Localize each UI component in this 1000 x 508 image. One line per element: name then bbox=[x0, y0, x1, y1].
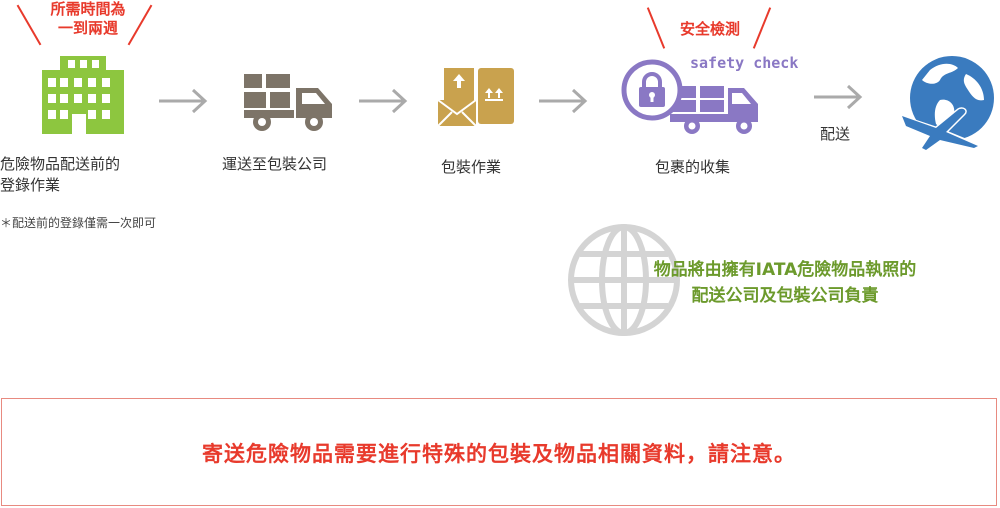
step-label-delivery: 配送 bbox=[820, 125, 851, 143]
iata-note: 物品將由擁有IATA危險物品執照的 配送公司及包裝公司負責 bbox=[600, 257, 970, 309]
duration-note-line1: 所需時間為 bbox=[50, 0, 126, 18]
step-label-registration: 危險物品配送前的 登錄作業 bbox=[0, 154, 120, 196]
step-label-collection: 包裹的收集 bbox=[655, 158, 731, 176]
globe-watermark-icon bbox=[566, 222, 682, 338]
arrow-right-icon bbox=[357, 88, 409, 114]
iata-note-line1: 物品將由擁有IATA危險物品執照的 bbox=[653, 260, 917, 280]
step-label-registration-line2: 登錄作業 bbox=[0, 176, 61, 194]
building-icon bbox=[38, 54, 128, 136]
duration-note-line2: 一到兩週 bbox=[57, 19, 118, 37]
notice-text: 寄送危險物品需要進行特殊的包裝及物品相關資料，請注意。 bbox=[202, 442, 796, 466]
secure-truck-icon bbox=[620, 58, 770, 136]
globe-airplane-icon bbox=[896, 54, 1000, 154]
step-label-packing: 包裝作業 bbox=[441, 158, 502, 176]
safety-note: 安全檢測 bbox=[679, 20, 740, 38]
iata-note-line2: 配送公司及包裝公司負責 bbox=[691, 286, 879, 306]
step-label-registration-line1: 危險物品配送前的 bbox=[0, 155, 121, 173]
arrow-right-icon bbox=[157, 88, 209, 114]
safety-check-label: safety check bbox=[690, 54, 799, 72]
arrow-right-icon bbox=[812, 84, 864, 110]
arrow-right-icon bbox=[537, 88, 589, 114]
registration-footnote: ＊配送前的登錄僅需一次即可 bbox=[0, 216, 157, 230]
duration-note: 所需時間為 一到兩週 bbox=[38, 0, 138, 38]
package-icon bbox=[436, 66, 516, 128]
step-label-transport: 運送至包裝公司 bbox=[222, 155, 328, 173]
notice-box: 寄送危險物品需要進行特殊的包裝及物品相關資料，請注意。 bbox=[1, 398, 997, 506]
truck-icon bbox=[242, 72, 336, 132]
